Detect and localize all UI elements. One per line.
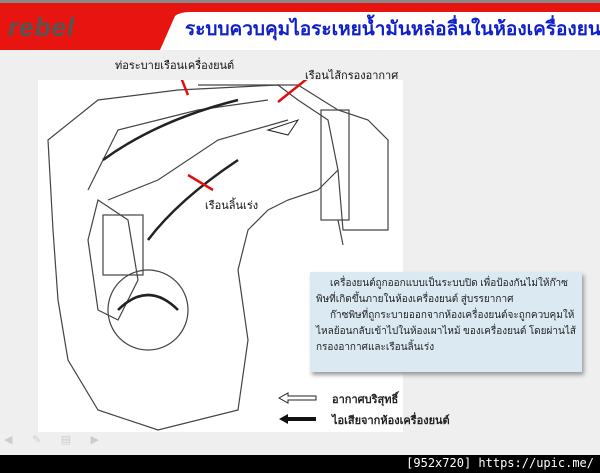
logo: rebel bbox=[8, 12, 76, 42]
label-throttle-body: เรือนลิ้นเร่ง bbox=[205, 200, 259, 212]
engine-diagram bbox=[38, 80, 403, 432]
page-title: ระบบควบคุมไอระเหยน้ำมันหล่อลื่นในห้องเคร… bbox=[185, 19, 600, 40]
header-band bbox=[0, 0, 600, 50]
legend-clean-air: อากาศบริสุทธิ์ bbox=[332, 394, 399, 406]
label-air-filter-housing: เรือนไส้กรองอากาศ bbox=[305, 70, 399, 82]
blowby-arrow-icon bbox=[279, 414, 316, 424]
legend-blowby: ไอเสียจากห้องเครื่องยนต์ bbox=[332, 415, 450, 427]
label-breather-pipe: ท่อระบายเรือนเครื่องยนต์ bbox=[115, 60, 235, 72]
description-p1: เครื่องยนต์ถูกออกแบบเป็นระบบปิด เพื่อป้อ… bbox=[316, 278, 568, 305]
description-box: เครื่องยนต์ถูกออกแบบเป็นระบบปิด เพื่อป้อ… bbox=[310, 272, 582, 372]
footer-watermark: [952x720] https://upic.me/ bbox=[406, 456, 594, 470]
description-p2: ก๊าซพิษที่ถูกระบายออกจากห้องเครื่องยนต์จ… bbox=[316, 310, 576, 353]
slide-nav-controls[interactable]: ◀ ✎ ▤ ▶ bbox=[4, 433, 108, 446]
slide: rebel ระบบควบคุมไอระเหยน้ำมันหล่อลื่นในห… bbox=[0, 0, 600, 455]
clean-air-arrow-icon bbox=[278, 392, 317, 404]
